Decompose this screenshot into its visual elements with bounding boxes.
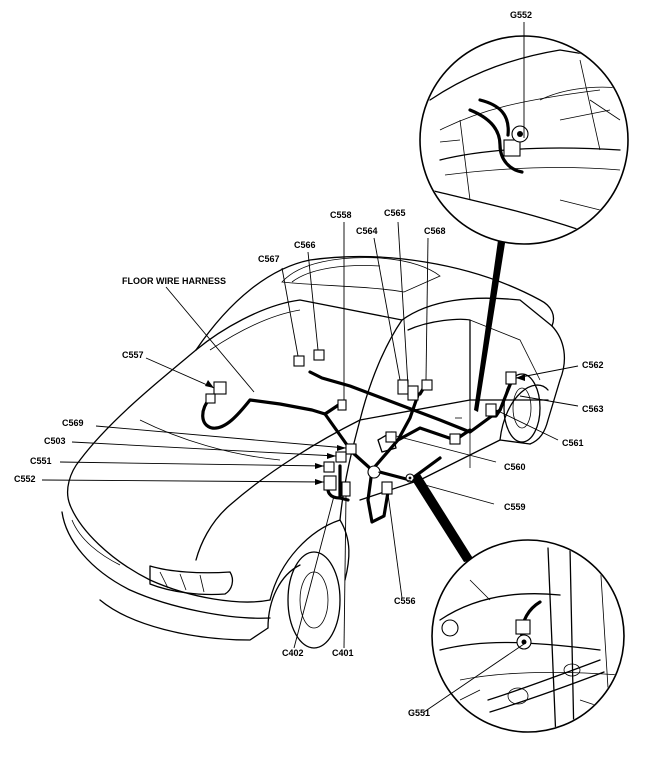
label-c551: C551 xyxy=(30,456,52,466)
connectors xyxy=(205,349,517,497)
label-c562: C562 xyxy=(582,360,604,370)
label-g551: G551 xyxy=(408,708,430,718)
floor-wire-harness xyxy=(201,370,514,524)
connector-c565 xyxy=(407,385,419,401)
connector-c569 xyxy=(345,443,357,455)
connector-c557b xyxy=(205,393,216,404)
detail-g552 xyxy=(419,35,629,245)
connector-c568 xyxy=(421,379,433,391)
leader-lines xyxy=(41,22,579,713)
connector-c562 xyxy=(505,371,517,385)
label-c568: C568 xyxy=(424,226,446,236)
detail-g551 xyxy=(431,539,625,733)
label-c558: C558 xyxy=(330,210,352,220)
label-g552: G552 xyxy=(510,10,532,20)
connector-c552 xyxy=(323,475,337,491)
label-floor-wire-harness: FLOOR WIRE HARNESS xyxy=(122,276,226,286)
connector-c557 xyxy=(213,381,227,395)
connector-c560 xyxy=(385,431,397,443)
connector-c566 xyxy=(313,349,325,361)
label-c503: C503 xyxy=(44,436,66,446)
label-c563: C563 xyxy=(582,404,604,414)
connector-c564 xyxy=(397,379,409,395)
connector-c567 xyxy=(293,355,305,367)
label-c566: C566 xyxy=(294,240,316,250)
label-c402: C402 xyxy=(282,648,304,658)
label-c557: C557 xyxy=(122,350,144,360)
callout-cones xyxy=(412,212,510,562)
label-c552: C552 xyxy=(14,474,36,484)
label-c569: C569 xyxy=(62,418,84,428)
connector-c401 xyxy=(341,481,351,497)
label-c556: C556 xyxy=(394,596,416,606)
labels: FLOOR WIRE HARNESS G552 C558 C565 C566 C… xyxy=(14,10,604,718)
grommet xyxy=(367,465,381,479)
label-c401: C401 xyxy=(332,648,354,658)
label-c567: C567 xyxy=(258,254,280,264)
connector-c561 xyxy=(485,403,497,417)
connector-c503 xyxy=(335,451,347,463)
label-c565: C565 xyxy=(384,208,406,218)
connector-c556 xyxy=(381,481,393,495)
label-c561: C561 xyxy=(562,438,584,448)
connector-c560b xyxy=(449,433,461,445)
connector-c551 xyxy=(323,461,335,473)
connector-c558 xyxy=(337,399,347,411)
label-c560: C560 xyxy=(504,462,526,472)
label-c564: C564 xyxy=(356,226,378,236)
label-c559: C559 xyxy=(504,502,526,512)
